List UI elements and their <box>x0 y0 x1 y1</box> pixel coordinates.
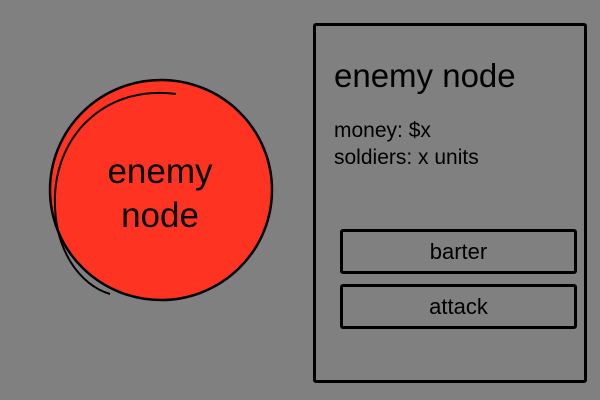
enemy-node-label: enemy <box>107 152 213 191</box>
attack-button[interactable]: attack <box>340 284 577 329</box>
node-info-panel: enemy node money: $x soldiers: x units b… <box>313 23 587 383</box>
soldiers-text: soldiers: x units <box>334 146 479 169</box>
money-text: money: $x <box>334 119 431 142</box>
enemy-node-label: node <box>121 196 199 235</box>
panel-title: enemy node <box>334 57 516 94</box>
barter-button[interactable]: barter <box>340 229 577 274</box>
